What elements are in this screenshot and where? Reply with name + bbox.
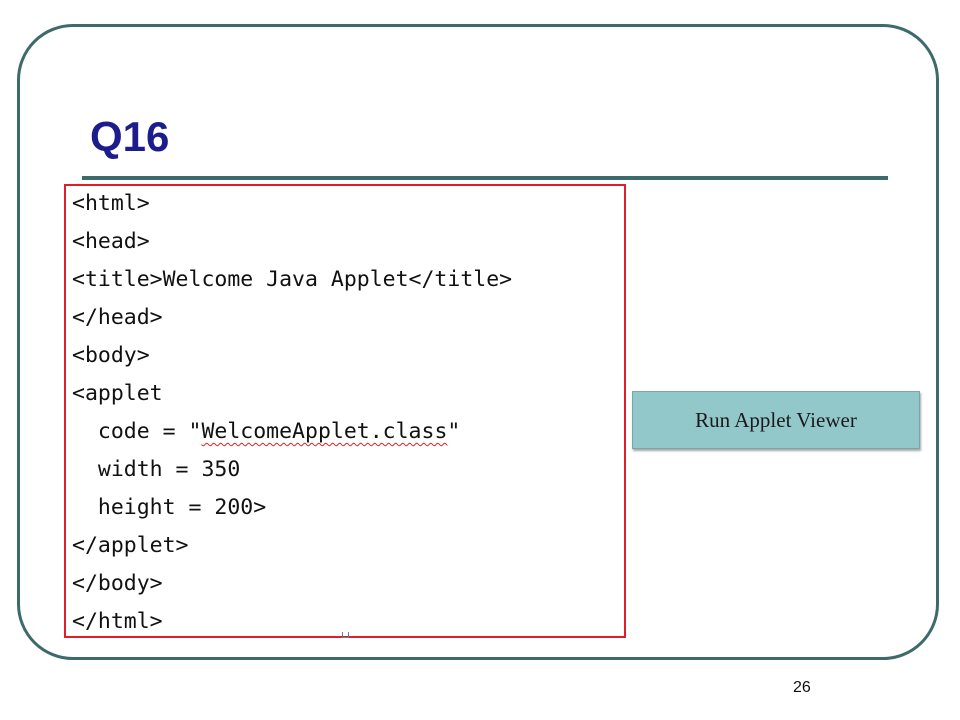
title-divider	[82, 176, 888, 180]
text-cursor-icon	[342, 632, 349, 638]
code-line: width = 350	[72, 457, 241, 482]
code-line: </applet>	[72, 533, 189, 558]
code-line: </body>	[72, 571, 163, 596]
code-line: <html>	[72, 191, 150, 216]
page-number: 26	[793, 679, 811, 696]
slide-frame	[17, 24, 939, 660]
code-closing-quote: "	[447, 419, 461, 444]
code-line: </head>	[72, 305, 163, 330]
spellcheck-underlined-value: WelcomeApplet.class	[201, 419, 448, 444]
code-line-applet-code: code = "WelcomeApplet.class"	[72, 416, 624, 454]
code-line: <body>	[72, 343, 150, 368]
code-line: <title>Welcome Java Applet</title>	[72, 267, 513, 292]
run-applet-viewer-button[interactable]: Run Applet Viewer	[632, 391, 920, 449]
code-attr-prefix: code = "	[72, 419, 202, 444]
code-block: <html> <head> <title>Welcome Java Applet…	[64, 184, 626, 638]
code-line: </html>	[72, 609, 163, 634]
slide-title: Q16	[90, 113, 170, 160]
code-line: height = 200>	[72, 495, 267, 520]
code-line: <applet	[72, 381, 163, 406]
code-line: <head>	[72, 229, 150, 254]
